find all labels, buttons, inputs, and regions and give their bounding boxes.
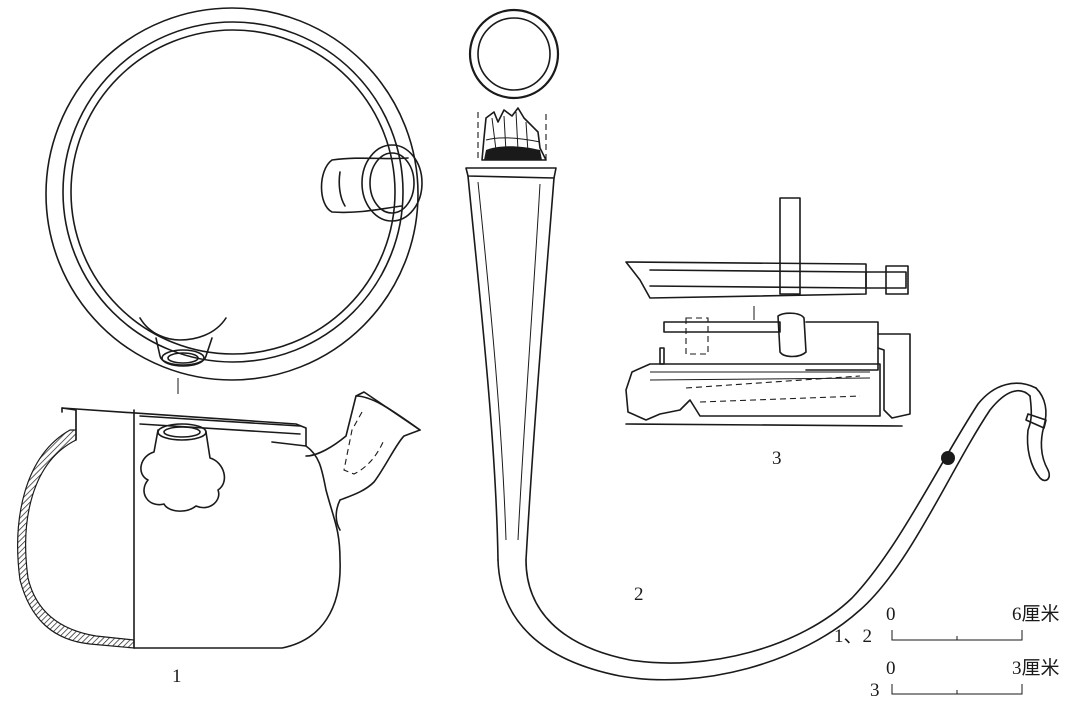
rim-lip — [61, 407, 77, 441]
cut-wall-hatch — [17, 410, 135, 649]
tube-ring-inner — [477, 17, 551, 91]
lid-knob-body — [140, 429, 226, 512]
scale-bar-1-zero: 0 — [886, 604, 896, 625]
hook-band — [1025, 413, 1047, 429]
lower-knob — [777, 312, 807, 358]
lower-block-top — [805, 321, 879, 371]
lower-block-right — [877, 333, 911, 419]
spout-top-mouth-inner — [167, 352, 199, 364]
spout-top-body — [155, 337, 213, 366]
figure-label-2: 2 — [634, 584, 644, 605]
tube-collar — [465, 167, 557, 179]
upright-post — [779, 197, 801, 295]
scale-bar-1: 1、2 0 6厘米 — [834, 603, 1060, 647]
lower-body-lines — [649, 371, 871, 381]
scale-bar-1-end: 6厘米 — [1012, 603, 1060, 625]
lid-knob-top-inner — [163, 426, 201, 438]
rim-inner-line — [139, 415, 301, 427]
scale-bar-2-group: 3 — [870, 680, 880, 701]
handle-ring-outer — [361, 144, 423, 222]
upper-frame — [625, 261, 867, 299]
lower-rod-hidden — [685, 317, 709, 355]
tip-fiber-texture — [485, 111, 541, 153]
handle-hook — [1026, 387, 1051, 482]
lower-body-hidden — [685, 375, 861, 403]
tip-fibers — [481, 107, 547, 161]
tube-left-edge — [467, 175, 499, 561]
handle-rivet-dot — [941, 451, 955, 465]
spout-inner-hidden-line — [343, 411, 385, 475]
scale-bar-2-end: 3厘米 — [1012, 657, 1060, 679]
lower-base-line — [625, 423, 903, 427]
spout-top-mouth — [161, 349, 205, 367]
tube-inner-line-left — [477, 181, 507, 541]
figure-label-3: 3 — [772, 448, 782, 469]
spout-side-outline — [305, 391, 421, 531]
scale-bar-1-line — [891, 630, 1023, 641]
spout-top-outer — [139, 317, 227, 341]
teapot-inner-rim-outer-line — [62, 21, 404, 363]
handle-outer-curve — [497, 389, 1031, 681]
lower-rod — [663, 321, 781, 333]
teapot-outer-rim — [45, 7, 419, 381]
upper-frame-inner-1 — [649, 269, 867, 273]
scale-bar-2-line — [891, 684, 1023, 695]
small-peg — [659, 347, 665, 365]
upper-frame-inner-2 — [649, 285, 867, 289]
lid-knob-top — [157, 423, 207, 441]
handle-inner-curve — [525, 382, 1037, 664]
scale-bar-2-zero: 0 — [886, 658, 896, 679]
long-tube-object — [465, 8, 1051, 681]
tip-fiber-dark — [484, 146, 542, 160]
figure-label-1: 1 — [172, 666, 182, 687]
scale-bar-2: 3 0 3厘米 — [870, 657, 1060, 701]
teapot-inner-rim-inner-line — [70, 29, 396, 355]
device-figure — [625, 197, 911, 427]
body-right-contour — [133, 445, 341, 649]
upper-rod-cap — [885, 265, 909, 295]
handle-stem-shade — [338, 171, 346, 207]
teapot-top-view — [45, 7, 423, 394]
spout-side-mouth — [355, 395, 421, 431]
scale-bar-1-group: 1、2 — [834, 626, 872, 647]
lower-body — [625, 363, 881, 421]
handle-ring-inner — [369, 152, 415, 214]
tube-ring-outer — [468, 8, 560, 100]
tube-inner-line-right — [517, 183, 541, 541]
tube-right-edge — [525, 177, 555, 561]
teapot-side-section — [17, 391, 421, 649]
